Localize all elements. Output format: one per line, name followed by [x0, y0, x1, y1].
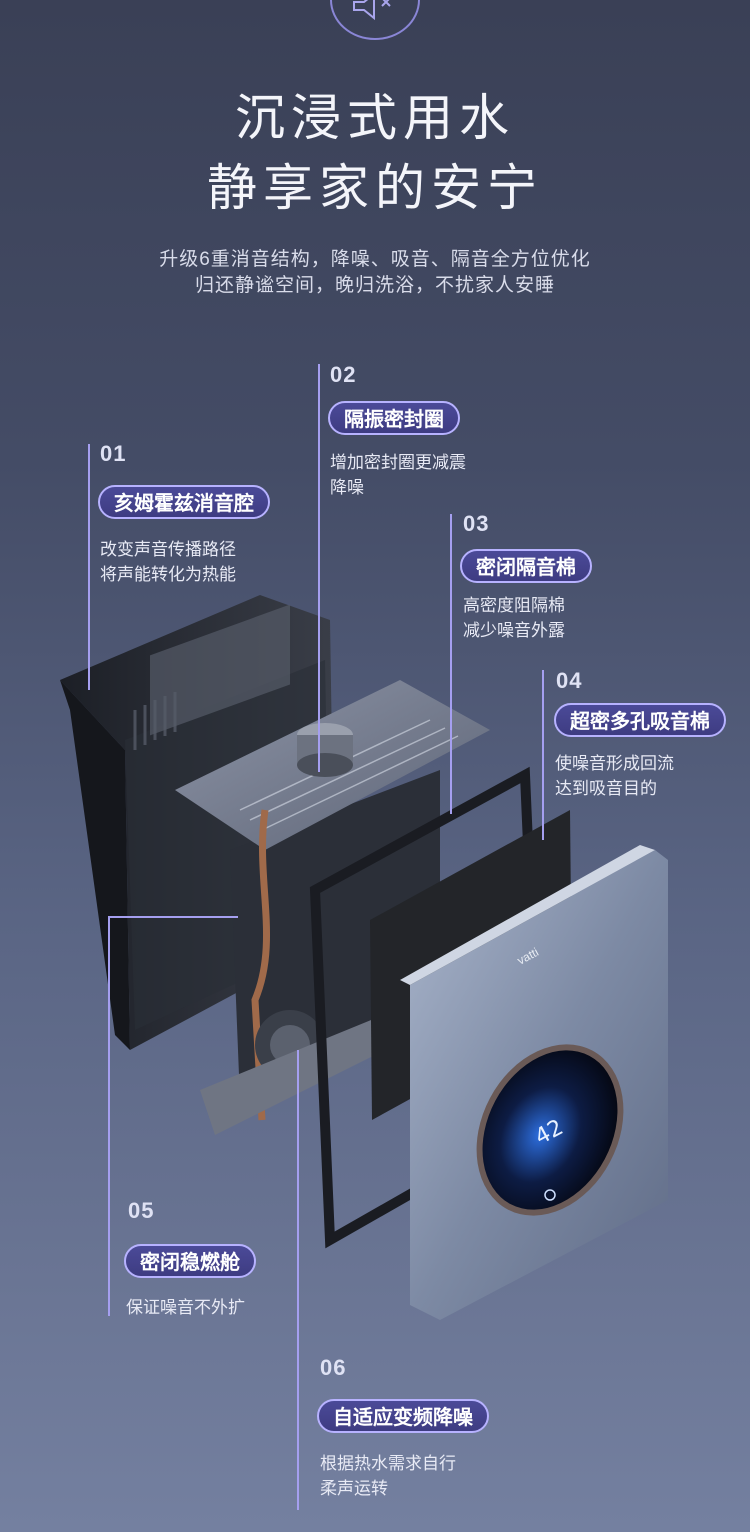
front-panel: vatti 42: [400, 845, 668, 1320]
callout-04-line: [542, 670, 544, 840]
feature-03-desc-line1: 高密度阻隔棉: [463, 596, 565, 615]
feature-01-desc-line1: 改变声音传播路径: [100, 540, 236, 559]
speaker-mute-icon: [353, 0, 391, 21]
feature-03-title: 密闭隔音棉: [460, 549, 592, 583]
feature-03-number: 03: [463, 511, 490, 536]
callout-03-line: [450, 514, 452, 814]
feature-06-desc-line2: 柔声运转: [320, 1479, 388, 1498]
page-title-line2: 静享家的安宁: [207, 159, 543, 217]
power-icon[interactable]: [544, 1189, 556, 1201]
page-title-line1: 沉浸式用水: [235, 89, 515, 147]
callout-06-line: [297, 1050, 299, 1510]
feature-05-desc-line1: 保证噪音不外扩: [126, 1298, 245, 1317]
feature-06-number: 06: [320, 1355, 347, 1380]
feature-05-title: 密闭稳燃舱: [124, 1244, 256, 1278]
callout-05-line: [108, 916, 110, 1316]
feature-04-desc-line1: 使噪音形成回流: [555, 754, 674, 773]
feature-02-desc-line1: 增加密封圈更减震: [330, 453, 466, 472]
water-heater-exploded-view: vatti 42: [60, 595, 668, 1320]
feature-02-title: 隔振密封圈: [328, 401, 460, 435]
feature-06-title: 自适应变频降噪: [317, 1399, 489, 1433]
callout-02-line: [318, 364, 320, 772]
feature-04-title: 超密多孔吸音棉: [554, 703, 726, 737]
feature-06-desc-line1: 根据热水需求自行: [320, 1454, 456, 1473]
feature-04-number: 04: [556, 668, 583, 693]
feature-01-number: 01: [100, 441, 127, 466]
feature-03-desc-line2: 减少噪音外露: [463, 621, 565, 640]
subtitle-line2: 归还静谧空间，晚归洗浴，不扰家人安睡: [194, 275, 555, 296]
feature-04-desc-line2: 达到吸音目的: [555, 779, 657, 798]
subtitle-line1: 升级6重消音结构，降噪、吸音、隔音全方位优化: [159, 249, 591, 270]
feature-01-desc-line2: 将声能转化为热能: [100, 565, 236, 584]
feature-02-number: 02: [330, 362, 357, 387]
feature-01-title: 亥姆霍兹消音腔: [98, 485, 270, 519]
feature-05-number: 05: [128, 1198, 155, 1223]
feature-02-desc-line2: 降噪: [330, 478, 364, 497]
mute-badge: [330, 0, 420, 40]
callout-05-hline: [108, 916, 238, 918]
callout-01-line: [88, 444, 90, 690]
